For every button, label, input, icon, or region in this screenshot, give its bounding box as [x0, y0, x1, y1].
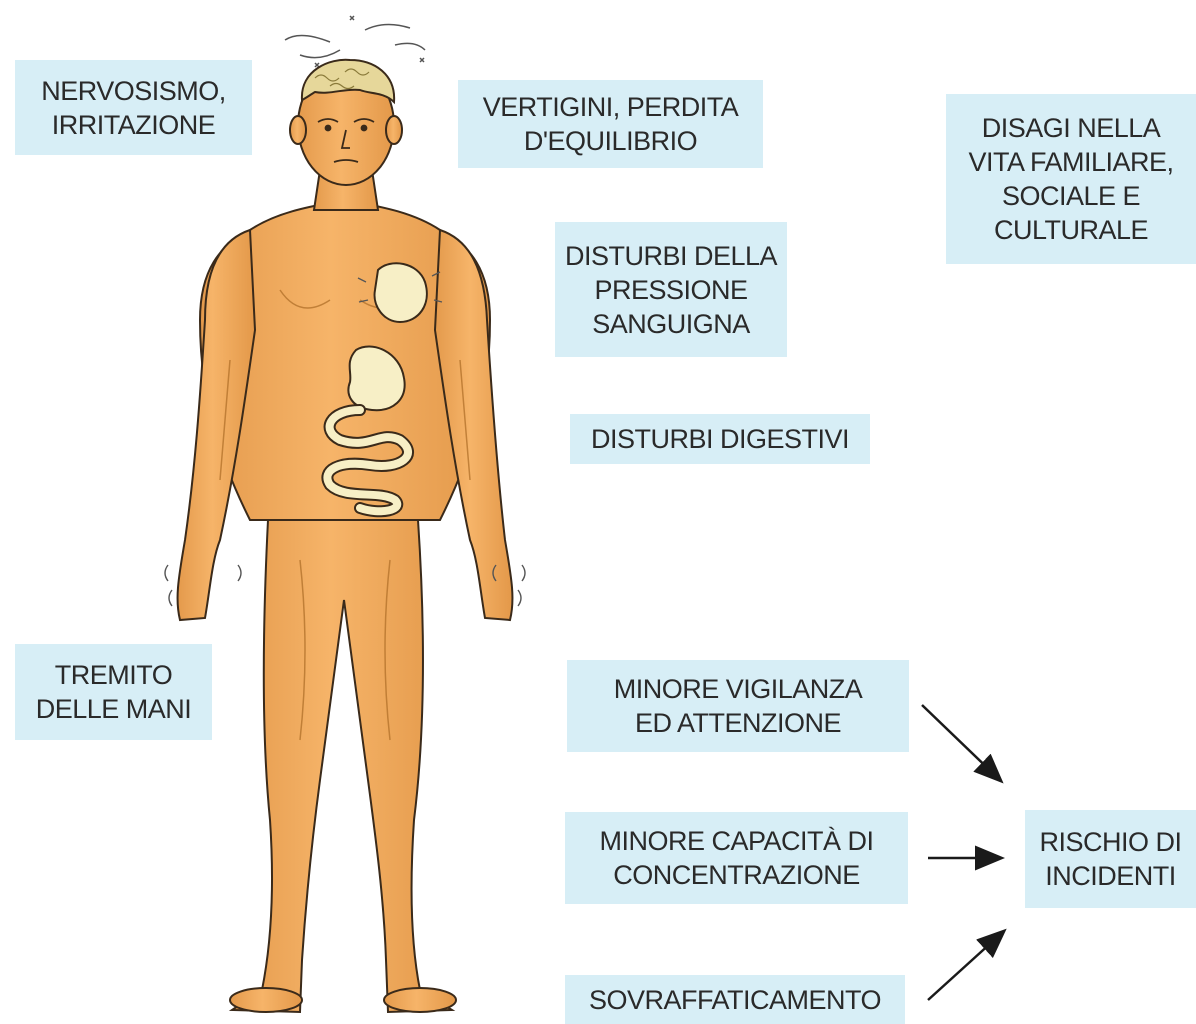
label-sovraffaticamento: SOVRAFFATICAMENTO [565, 975, 905, 1024]
feet [230, 988, 456, 1012]
label-nervosismo: NERVOSISMO, IRRITAZIONE [15, 60, 252, 155]
heart-icon [375, 263, 427, 322]
label-vertigini: VERTIGINI, PERDITA D'EQUILIBRIO [458, 80, 763, 168]
label-vigilanza: MINORE VIGILANZA ED ATTENZIONE [567, 660, 909, 752]
label-disagi: DISAGI NELLA VITA FAMILIARE, SOCIALE E C… [946, 94, 1196, 264]
label-concentrazione: MINORE CAPACITÀ DI CONCENTRAZIONE [565, 812, 908, 904]
label-rischio-incidenti: RISCHIO DI INCIDENTI [1025, 810, 1196, 908]
body-silhouette [178, 65, 513, 1012]
label-tremito: TREMITO DELLE MANI [15, 644, 212, 740]
label-pressione: DISTURBI DELLA PRESSIONE SANGUIGNA [555, 222, 787, 357]
label-digestivi: DISTURBI DIGESTIVI [570, 414, 870, 464]
